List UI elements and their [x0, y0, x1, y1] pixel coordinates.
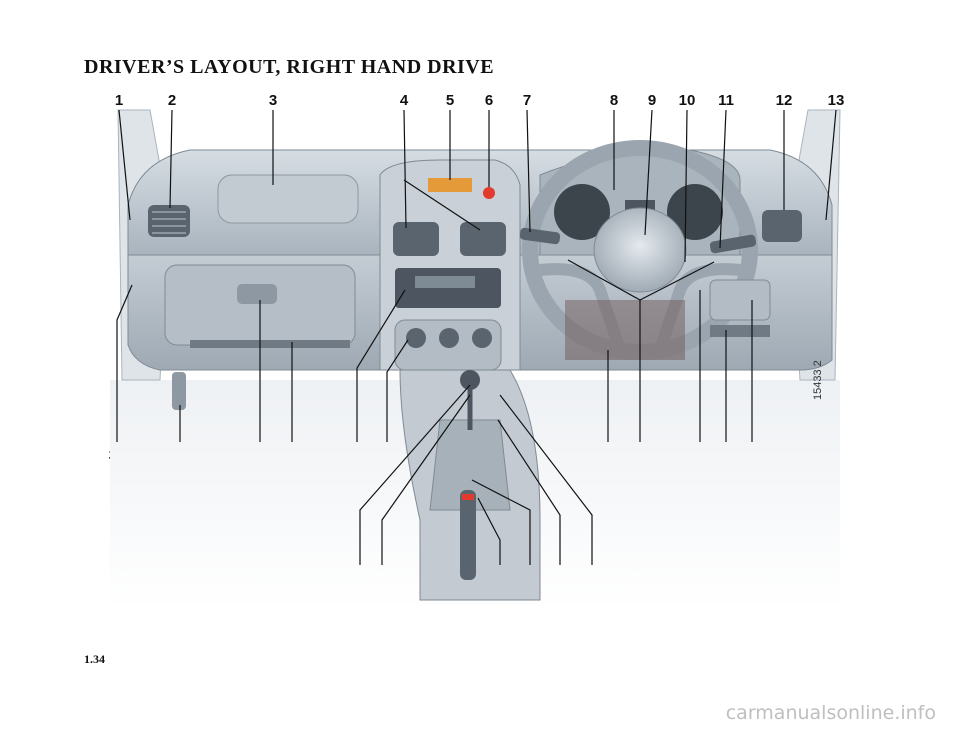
radio-display	[415, 276, 475, 288]
callout-2: 2	[167, 92, 177, 109]
gear-gaiter	[429, 419, 511, 511]
centre-vent-right	[460, 222, 506, 256]
lower-grille-right	[710, 325, 770, 337]
callout-13: 13	[827, 92, 845, 109]
side-vent-left	[148, 205, 190, 237]
heater-knob-2	[439, 328, 459, 348]
page-title: DRIVER’S LAYOUT, RIGHT HAND DRIVE	[84, 56, 495, 78]
gear-knob	[460, 370, 480, 390]
centre-vent-left	[393, 222, 439, 256]
centre-console	[379, 159, 521, 371]
centre-display	[428, 178, 472, 192]
right-stalk	[709, 234, 757, 254]
callout-11: 11	[718, 92, 734, 109]
callout-4: 4	[399, 92, 409, 109]
page-number: 1.34	[84, 652, 105, 666]
callout-7: 7	[522, 92, 532, 109]
callout-6: 6	[484, 92, 494, 109]
steering-column	[565, 300, 685, 360]
figure-code: 15433 2	[812, 360, 824, 400]
callout-3: 3	[268, 92, 278, 109]
handbrake-button	[462, 494, 474, 500]
glove-box-handle	[237, 284, 277, 304]
speedometer	[554, 184, 610, 240]
callout-5: 5	[445, 92, 455, 109]
side-vent-right	[762, 210, 802, 242]
callout-12: 12	[775, 92, 793, 109]
bonnet-release	[172, 372, 186, 410]
glove-box-grille	[190, 340, 350, 348]
heater-knob-1	[406, 328, 426, 348]
callout-8: 8	[609, 92, 619, 109]
callout-9: 9	[647, 92, 657, 109]
hazard-switch	[483, 187, 495, 199]
handbrake	[460, 490, 476, 580]
rev-counter	[667, 184, 723, 240]
watermark: carmanualsonline.info	[725, 702, 936, 724]
heater-knob-3	[472, 328, 492, 348]
switch-panel	[709, 279, 771, 321]
airbag-cover	[217, 174, 359, 224]
steering-wheel-hub	[593, 207, 687, 293]
callout-1: 1	[114, 92, 124, 109]
callout-10: 10	[678, 92, 696, 109]
